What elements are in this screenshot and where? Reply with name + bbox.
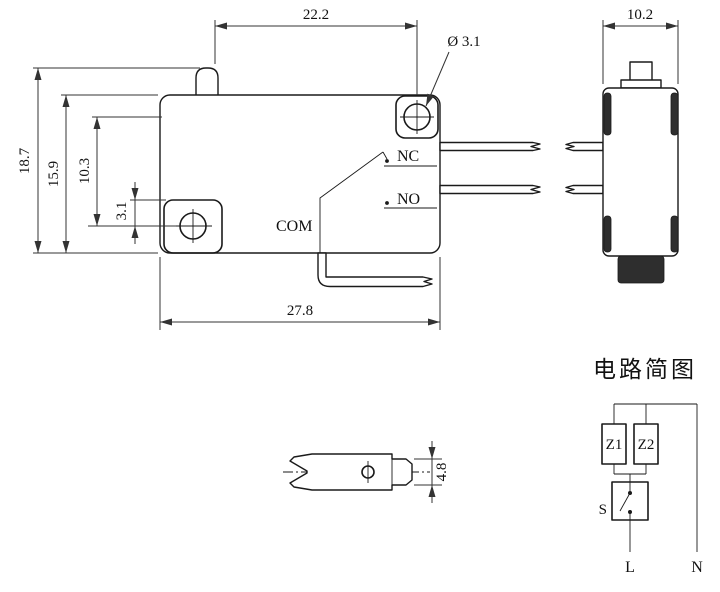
side-edge-band-bl [603,215,612,253]
front-view: NC NO COM 22.2 Ø 3.1 18.7 [17,7,541,330]
terminal-blade [289,453,413,491]
dimension-side-width: 10.2 [602,7,679,84]
dim-15-9: 15.9 [46,161,62,187]
dim-18-7: 18.7 [17,147,33,174]
circuit-diagram: 电路简图 Z1 Z2 S L N [593,356,703,576]
side-plunger-flange [620,79,662,89]
mounting-ear-top-right [395,95,439,139]
side-edge-band-tr [670,92,679,136]
side-edge-band-br [670,215,679,253]
side-pin-2 [565,184,604,195]
plunger-button [195,67,219,96]
dimension-blade-width: 4.8 [414,441,450,503]
switch-blade [619,492,631,512]
terminal-pin-no [439,184,541,195]
label-n: N [691,559,703,576]
lever-tip [382,151,388,160]
terminal-detail-view: 4.8 [283,441,450,503]
label-com: COM [276,218,312,235]
label-z1: Z1 [606,437,623,453]
component-z1 [601,423,627,465]
component-z2 [633,423,659,465]
nc-contact-dot [385,159,389,163]
no-contact-dot [385,201,389,205]
dim-4-8: 4.8 [434,463,450,482]
label-no: NO [397,191,420,208]
dim-3-1: 3.1 [114,202,130,221]
dim-10-2: 10.2 [627,7,653,23]
internal-lever [319,151,384,253]
side-bottom-extension [617,255,665,284]
switch-body [159,94,441,254]
dimension-hole-diameter: Ø 3.1 [425,34,481,107]
side-edge-band-tl [603,92,612,136]
terminal-pin-nc [439,141,541,152]
dimension-body-height: 15.9 [46,94,158,253]
side-body [602,87,679,257]
dimension-bottom-width: 27.8 [159,257,441,330]
side-plunger-stem [629,61,653,83]
dimension-total-height: 18.7 [17,67,200,254]
dimension-top-width: 22.2 [214,7,418,95]
dim-10-3: 10.3 [77,158,93,184]
dim-dia-3-1: Ø 3.1 [447,34,480,50]
side-pin-1 [565,141,604,152]
label-nc: NC [397,148,419,165]
terminal-pin-com [317,252,433,288]
label-z2: Z2 [638,437,655,453]
label-l: L [625,559,635,576]
circuit-title: 电路简图 [593,356,697,382]
dim-27-8: 27.8 [287,303,313,319]
dimension-hole-edge-offset: 3.1 [114,182,166,244]
label-s: S [599,502,607,518]
side-view: 10.2 [565,7,679,284]
dim-22-2: 22.2 [303,7,329,23]
